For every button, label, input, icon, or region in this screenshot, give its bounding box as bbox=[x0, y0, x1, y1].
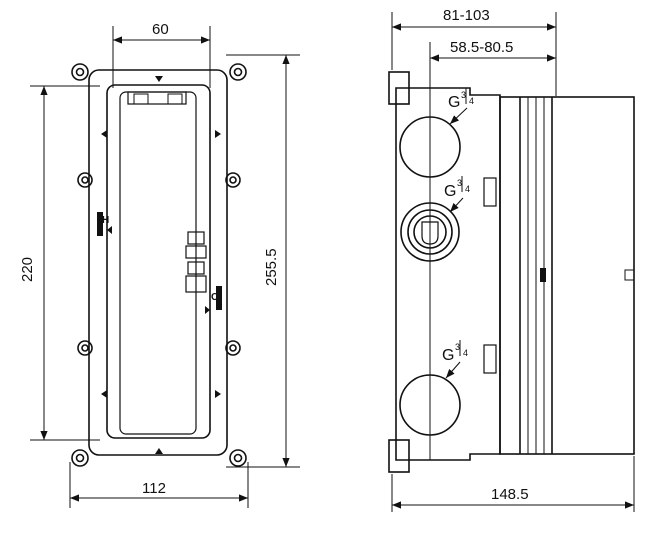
svg-text:G: G bbox=[448, 94, 460, 111]
dim-81-103-label: 81-103 bbox=[443, 7, 490, 24]
front-view bbox=[71, 63, 247, 467]
dim-148-label: 148.5 bbox=[491, 486, 529, 503]
arrow-head bbox=[101, 76, 221, 454]
front-inner-window bbox=[119, 91, 197, 435]
svg-text:4: 4 bbox=[463, 348, 468, 358]
svg-text:4: 4 bbox=[465, 184, 470, 194]
thread-port bbox=[399, 116, 461, 436]
front-outer-frame bbox=[88, 69, 228, 456]
dim-112-label: 112 bbox=[142, 480, 166, 497]
front-dimensions bbox=[30, 26, 300, 508]
side-view bbox=[388, 71, 635, 473]
side-dimensions bbox=[391, 12, 635, 512]
front-inner-frame bbox=[106, 84, 211, 439]
dim-220-label: 220 bbox=[19, 257, 36, 282]
port-label-middle: G 3 4 bbox=[444, 176, 470, 213]
svg-text:G: G bbox=[444, 183, 456, 200]
svg-text:3: 3 bbox=[461, 90, 466, 100]
cold-mark: C bbox=[211, 292, 218, 303]
dim-60-label: 60 bbox=[152, 21, 169, 38]
svg-text:3: 3 bbox=[455, 342, 460, 352]
side-mount-plate bbox=[388, 71, 410, 105]
svg-text:G: G bbox=[442, 347, 454, 364]
side-body-outline bbox=[395, 87, 501, 461]
dim-58-80-label: 58.5-80.5 bbox=[450, 39, 513, 56]
mounting-lug bbox=[71, 63, 247, 467]
svg-text:3: 3 bbox=[457, 178, 462, 188]
port-label-top: G 3 4 bbox=[448, 88, 474, 125]
front-valve-body bbox=[185, 231, 207, 293]
hot-mark: H bbox=[102, 215, 109, 226]
svg-text:4: 4 bbox=[469, 96, 474, 106]
front-top-block bbox=[127, 91, 187, 105]
dim-255-label: 255.5 bbox=[263, 248, 280, 286]
port-label-bottom: G 3 4 bbox=[442, 340, 468, 379]
